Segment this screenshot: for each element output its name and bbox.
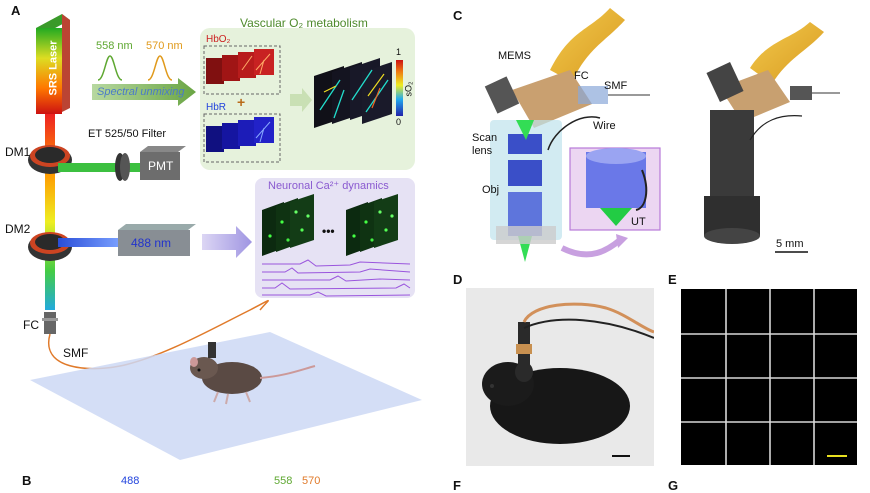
colorbar-label: sO₂ [403,81,414,97]
panel-e-letter: E [668,272,677,287]
fiber-cable [47,299,269,370]
neuron-stack-left [262,194,314,256]
wavelength-570-label: 570 nm [146,40,183,52]
smf-label: SMF [63,346,89,360]
vascular-title: Vascular O₂ metabolism [240,16,368,30]
neuronal-title: Neuronal Ca²⁺ dynamics [268,180,389,192]
wire-label: Wire [593,120,616,132]
scan-lens-text: Scan lens [472,132,498,157]
so2-colorbar [396,60,403,116]
main-beam [45,114,55,310]
dm1-label: DM1 [5,145,31,159]
tick-558: 558 [274,475,293,487]
laser-label: SRS Laser [47,40,60,96]
panel-d-letter: D [453,272,463,287]
scale-label-c: 5 mm [776,238,804,250]
panel-e-grid-image [681,289,857,465]
wavelength-558-label: 558 nm [96,40,133,52]
so2-stack [314,58,392,128]
fc-c-label: FC [574,70,589,82]
tick-570: 570 [302,475,321,487]
panel-a-graphic [28,14,422,460]
tick-488: 488 [121,475,140,487]
pmt-label: PMT [148,159,174,173]
neuron-stack-right [346,194,398,256]
panel-c-graphic [484,8,840,262]
hbr-stack [203,113,281,163]
filter-label: ET 525/50 Filter [88,128,167,140]
scan-lens-label: Scan lens [472,132,497,158]
colorbar-min: 0 [396,117,402,127]
laser-488-box [118,230,190,256]
mouse-illustration [190,342,316,405]
spectral-unmixing-label: Spectral unmixing [97,86,185,98]
panel-c-letter: C [453,8,463,23]
fc-connector [44,312,56,334]
panel-a-letter: A [11,3,21,18]
hbo2-stack [203,45,281,95]
mems-label: MEMS [498,50,531,62]
neuronal-arrow [202,226,252,258]
smf-c-label: SMF [604,80,628,92]
hbr-label: HbR [206,102,227,113]
panel-f-letter: F [453,478,461,493]
laser-488-label: 488 nm [131,236,172,250]
hbo2-label: HbO₂ [206,34,231,45]
colorbar-max: 1 [396,47,402,57]
laser-box [36,28,62,114]
panel-g-letter: G [668,478,679,493]
panel-d-photo [466,288,654,466]
floor-plane [30,332,422,460]
ellipsis: ••• [322,224,335,238]
dm2-label: DM2 [5,222,31,236]
calcium-traces [262,259,411,297]
pmt-box [140,152,180,180]
unmixing-arrow [92,78,196,106]
fc-label: FC [23,318,39,332]
obj-label: Obj [482,184,500,196]
plus-label: + [237,94,246,110]
panel-b-letter: B [22,473,32,488]
ut-label: UT [631,216,646,228]
